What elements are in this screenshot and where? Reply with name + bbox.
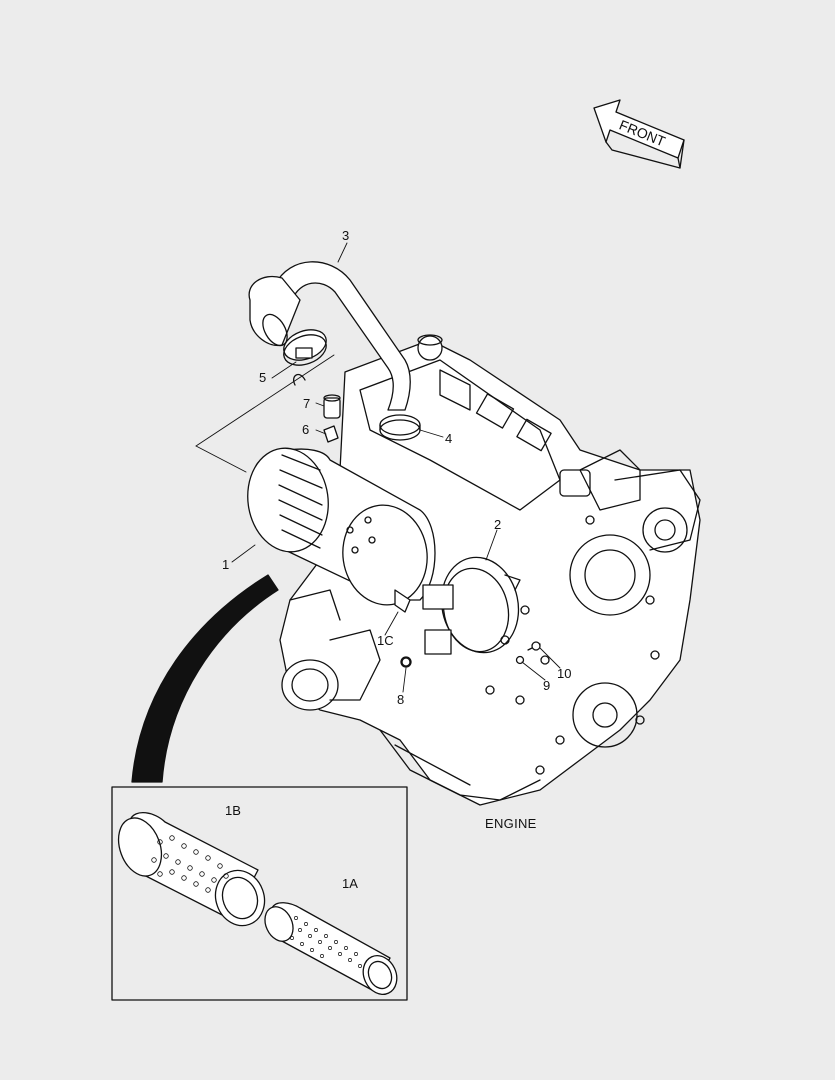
front-arrow-icon	[593, 99, 685, 169]
fitting-part-6	[323, 425, 339, 443]
air-hose-part-3	[248, 261, 411, 411]
nut-part-8	[401, 657, 411, 667]
front-label: FRONT	[617, 117, 668, 150]
callout-10: 10	[557, 666, 572, 681]
restriction-indicator-part-7	[323, 394, 341, 419]
callout-1B: 1B	[225, 803, 241, 818]
engine-block	[279, 334, 701, 806]
mounting-band-part-2	[422, 556, 521, 655]
callout-1A: 1A	[342, 876, 358, 891]
outer-filter-element-part-1B	[117, 812, 266, 927]
air-cleaner-part-1	[247, 447, 436, 613]
callout-3: 3	[342, 228, 350, 243]
callout-6: 6	[302, 422, 310, 437]
callout-5: 5	[259, 370, 267, 385]
callout-8: 8	[397, 692, 405, 707]
callout-4: 4	[445, 431, 453, 446]
callout-1C: 1C	[377, 633, 394, 648]
hose-clamp-part-5	[283, 329, 327, 366]
callout-7: 7	[303, 396, 311, 411]
detail-sweep	[131, 574, 279, 783]
bolt-part-10	[527, 641, 541, 651]
callout-2: 2	[494, 517, 502, 532]
callout-9: 9	[543, 678, 551, 693]
callout-1: 1	[222, 557, 230, 572]
hose-clamp-part-4	[379, 414, 421, 441]
inner-filter-element-part-1A	[264, 902, 398, 995]
engine-caption: ENGINE	[485, 816, 537, 831]
